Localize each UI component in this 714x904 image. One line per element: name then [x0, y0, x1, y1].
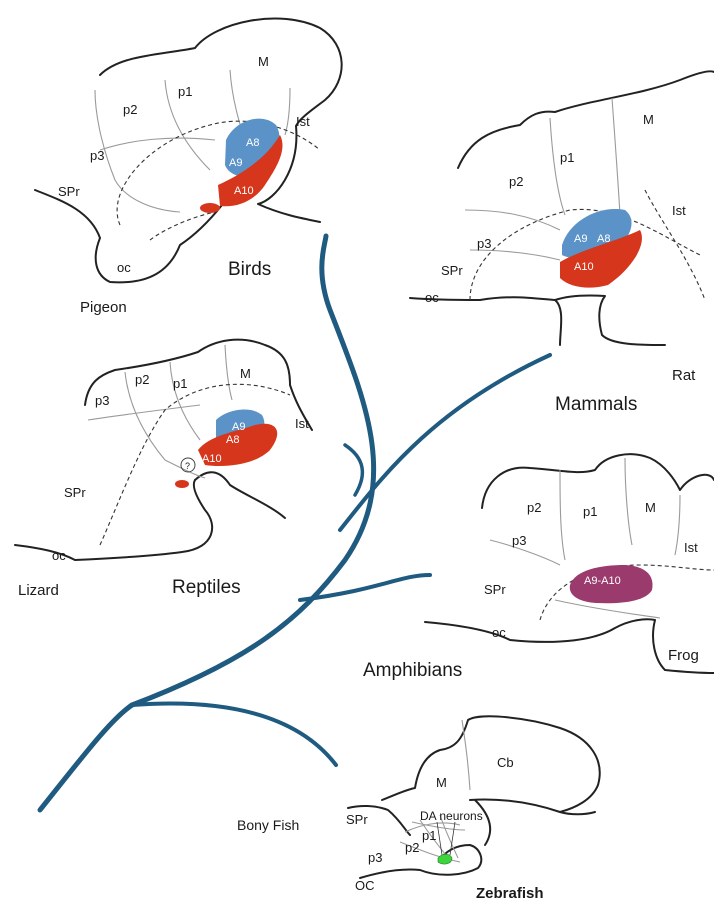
rat-label-m: M: [643, 112, 654, 127]
zebrafish-label-p3: p3: [368, 850, 382, 865]
lizard-label-a8: A8: [226, 434, 239, 446]
lizard-label-p2: p2: [135, 372, 149, 387]
pigeon-label-a8: A8: [246, 137, 259, 149]
fish-group-label: Bony Fish: [237, 817, 299, 833]
reptiles-group-label: Reptiles: [172, 577, 241, 598]
rat-label-a9: A9: [574, 233, 587, 245]
pigeon-label-p3: p3: [90, 148, 104, 163]
frog-label-p1: p1: [583, 504, 597, 519]
frog-label-ist: Ist: [684, 540, 698, 555]
frog-species-label: Frog: [668, 647, 699, 664]
rat-label-ist: Ist: [672, 203, 686, 218]
pigeon-species-label: Pigeon: [80, 299, 127, 316]
zebrafish-label-m: M: [436, 775, 447, 790]
frog-label-a9a10: A9-A10: [584, 575, 621, 587]
birds-brain-section: M p1 p2 p3 Ist SPr oc A8 A9 A10 Birds Pi…: [35, 19, 342, 316]
da-neurons-label: DA neurons: [420, 809, 483, 823]
pigeon-label-oc: oc: [117, 260, 131, 275]
frog-label-p3: p3: [512, 533, 526, 548]
lizard-label-oc: oc: [52, 548, 66, 563]
reptiles-brain-section: ? M p1 p2 p3 Ist SPr oc A9 A8 A10 Lizard…: [15, 340, 312, 599]
rat-label-p2: p2: [509, 174, 523, 189]
zebrafish-species-label: Zebrafish: [476, 885, 544, 902]
frog-label-p2: p2: [527, 500, 541, 515]
pigeon-label-p2: p2: [123, 102, 137, 117]
pigeon-label-a10: A10: [234, 185, 254, 197]
rat-species-label: Rat: [672, 367, 696, 384]
frog-label-spr: SPr: [484, 582, 506, 597]
zebrafish-outline: [382, 716, 600, 812]
rat-label-p3: p3: [477, 236, 491, 251]
fish-brain-section: M Cb p1 p2 p3 SPr OC DA neurons Bony Fis…: [237, 716, 600, 902]
rat-label-oc: oc: [425, 290, 439, 305]
rat-label-spr: SPr: [441, 263, 463, 278]
zebrafish-da-neurons: [438, 854, 452, 864]
lizard-species-label: Lizard: [18, 582, 59, 599]
frog-outline: [482, 454, 714, 508]
phylogenetic-tree: [40, 236, 550, 810]
amphibians-brain-section: M p1 p2 p3 Ist SPr oc A9-A10 Amphibians …: [363, 454, 714, 681]
frog-label-oc: oc: [492, 625, 506, 640]
pigeon-label-spr: SPr: [58, 184, 80, 199]
lizard-label-question: ?: [185, 461, 190, 471]
lizard-label-a10: A10: [202, 453, 222, 465]
lizard-outline: [85, 340, 312, 430]
lizard-label-p1: p1: [173, 376, 187, 391]
amphibians-group-label: Amphibians: [363, 660, 462, 681]
rat-label-p1: p1: [560, 150, 574, 165]
lizard-label-m: M: [240, 366, 251, 381]
lizard-label-spr: SPr: [64, 485, 86, 500]
frog-label-m: M: [645, 500, 656, 515]
lizard-label-ist: Ist: [295, 416, 309, 431]
mammals-brain-section: M p1 p2 p3 Ist SPr oc A9 A8 A10 Rat Mamm…: [410, 71, 714, 415]
zebrafish-label-p1: p1: [422, 828, 436, 843]
rat-outline: [458, 71, 714, 168]
mammals-group-label: Mammals: [555, 394, 637, 415]
birds-group-label: Birds: [228, 259, 271, 280]
pigeon-label-p1: p1: [178, 84, 192, 99]
zebrafish-label-cb: Cb: [497, 755, 514, 770]
zebrafish-label-oc: OC: [355, 878, 375, 893]
lizard-label-a9a: A9: [232, 421, 245, 433]
lizard-label-p3: p3: [95, 393, 109, 408]
rat-label-a8: A8: [597, 233, 610, 245]
pigeon-label-a9: A9: [229, 157, 242, 169]
zebrafish-label-spr: SPr: [346, 812, 368, 827]
rat-label-a10: A10: [574, 261, 594, 273]
pigeon-label-ist: Ist: [296, 114, 310, 129]
zebrafish-label-p2: p2: [405, 840, 419, 855]
pigeon-label-m: M: [258, 54, 269, 69]
